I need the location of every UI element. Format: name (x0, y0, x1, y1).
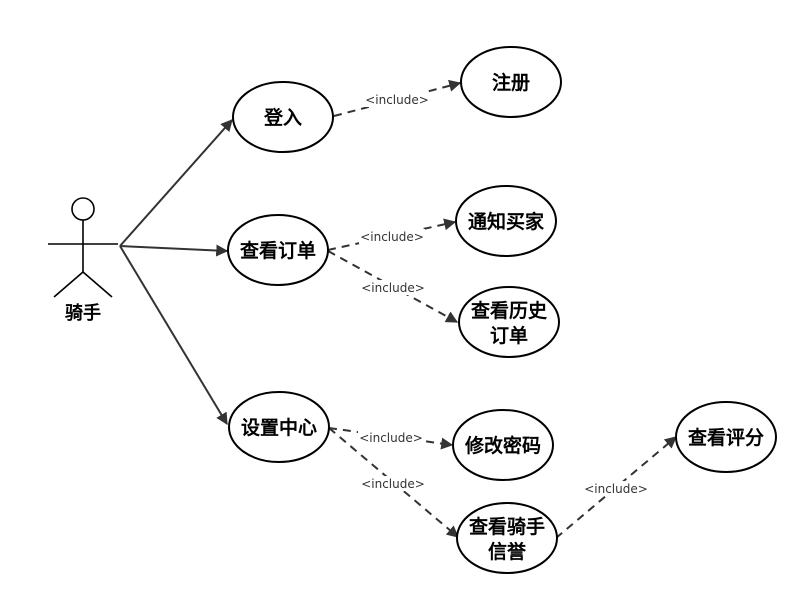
actor-right-leg (82, 271, 113, 298)
use-case-login-label: 登入 (263, 106, 302, 129)
use-case-view-orders-label: 查看订单 (239, 239, 316, 262)
use-case-settings: 设置中心 (228, 391, 330, 463)
use-case-change-password-label: 修改密码 (464, 434, 541, 457)
use-case-view-credit-line1: 查看骑手 (468, 515, 545, 538)
actor-rider: 骑手 (48, 197, 118, 324)
include-label-orders-notify: <include> (359, 229, 425, 244)
use-case-view-rating: 查看评分 (675, 401, 777, 473)
include-label-settings-credit: <include> (360, 476, 426, 491)
svg-text:<include>: <include> (359, 431, 423, 445)
include-login-register (333, 79, 462, 117)
svg-text:<include>: <include> (584, 482, 648, 496)
use-case-settings-label: 设置中心 (241, 416, 317, 439)
use-case-notify-buyer-label: 通知买家 (468, 210, 545, 233)
use-case-change-password: 修改密码 (452, 409, 554, 481)
svg-text:<include>: <include> (365, 93, 429, 107)
svg-text:<include>: <include> (361, 281, 425, 295)
use-case-login: 登入 (232, 81, 334, 153)
actor-left-leg (53, 271, 84, 298)
association-login (119, 119, 233, 247)
use-case-view-credit-line2: 信誉 (488, 540, 527, 563)
svg-text:<include>: <include> (360, 230, 424, 244)
include-label-settings-password: <include> (358, 430, 424, 445)
include-credit-rating (555, 436, 677, 539)
include-label-login-register: <include> (364, 92, 430, 107)
actor-head (71, 197, 95, 221)
association-settings (119, 245, 228, 426)
use-case-view-history-line2: 订单 (490, 324, 528, 347)
use-case-notify-buyer: 通知买家 (455, 185, 557, 257)
use-case-view-rider-credit: 查看骑手 信誉 (456, 502, 558, 574)
include-orders-notify (327, 218, 457, 251)
use-case-view-rating-label: 查看评分 (687, 426, 764, 449)
svg-text:<include>: <include> (361, 477, 425, 491)
use-case-register: 注册 (460, 46, 562, 118)
include-label-orders-history: <include> (360, 280, 426, 295)
actor-label: 骑手 (65, 302, 101, 324)
include-label-credit-rating: <include> (583, 481, 649, 496)
association-view-orders (119, 244, 229, 257)
use-case-view-orders: 查看订单 (227, 214, 329, 286)
use-case-view-history-orders: 查看历史 订单 (458, 286, 560, 358)
use-case-view-history-line1: 查看历史 (470, 299, 548, 322)
use-case-register-label: 注册 (492, 71, 530, 94)
